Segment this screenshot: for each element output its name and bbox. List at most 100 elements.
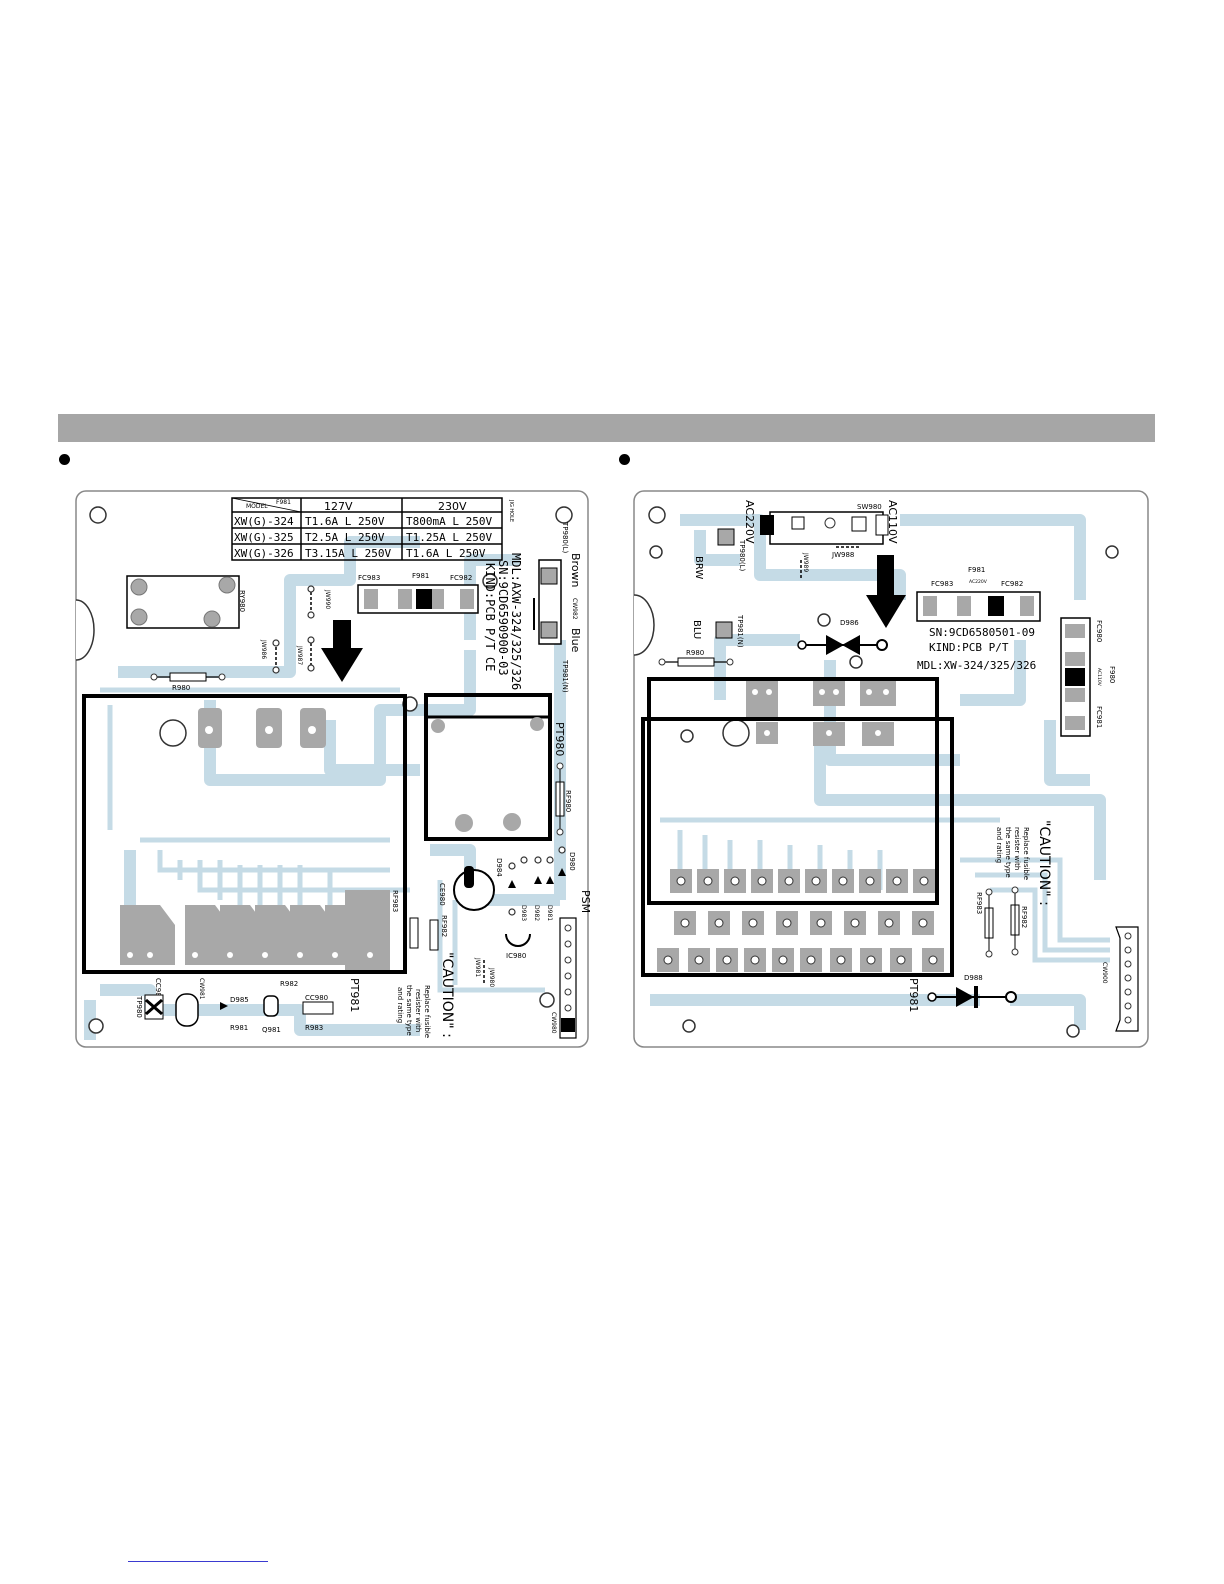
cw900-label: CW900: [1101, 962, 1108, 984]
rf980-label: RF980: [564, 790, 572, 812]
right-board-mdl: MDL:XW-324/325/326: [917, 659, 1036, 672]
left-caution-line: the same type: [405, 985, 413, 1036]
fuse-row-127v: T2.5A L 250V: [305, 531, 385, 544]
ac110-small-label: AC110V: [1096, 668, 1102, 687]
ac110-label: AC110V: [886, 500, 899, 544]
solder-pad-hole: [722, 955, 732, 965]
d988-label: D988: [964, 974, 983, 982]
fc982-label: FC982: [450, 574, 472, 582]
tp980-bottom-label: TP980: [135, 995, 143, 1018]
right-highlight-box-lower: [641, 717, 954, 977]
right-highlight-box-upper: [647, 677, 939, 905]
sw980-label: SW980: [857, 503, 882, 511]
left-pcb-board: MODEL F981 127V 230V XW(G)-324 T1.6A L 2…: [75, 490, 592, 1048]
right-caution-line: the same type: [1004, 827, 1012, 878]
d984-label: D984: [495, 858, 503, 877]
fuse-row-230v: T1.25A L 250V: [406, 531, 492, 544]
right-down-arrow-icon: [866, 555, 906, 628]
cc981-label: CC981: [154, 978, 162, 1001]
solder-pad-hole: [784, 876, 794, 886]
fc983-right-label: FC983: [931, 580, 953, 588]
solder-pad-hole: [694, 955, 704, 965]
left-caution-title: "CAUTION" :: [439, 952, 455, 1038]
ry980-label: RY980: [238, 590, 246, 612]
fuse-row-230v: T800mA L 250V: [406, 515, 492, 528]
cc980-label: CC980: [305, 994, 328, 1002]
solder-pad-hole: [850, 918, 860, 928]
jw988-label: JW988: [831, 551, 854, 559]
pt981-right-label: PT981: [907, 978, 920, 1012]
fuse-table-model-header: MODEL: [246, 503, 268, 510]
tp981-right-label: TP981(N): [736, 614, 744, 648]
fuse-table-127v-header: 127V: [324, 500, 353, 513]
solder-pad-hole: [918, 918, 928, 928]
solder-pad-hole: [919, 876, 929, 886]
fc982-right-label: FC982: [1001, 580, 1023, 588]
solder-pad-hole: [714, 918, 724, 928]
jw980-label: JW980: [488, 967, 495, 987]
d980-label: D980: [568, 852, 576, 871]
left-board-sn: SN:9CD6590900-03: [496, 560, 510, 676]
left-caution-line: and rating: [396, 987, 404, 1023]
psm-label: PSM: [579, 890, 592, 913]
brw-label: BRW: [693, 556, 704, 579]
r982-label: R982: [280, 980, 298, 988]
solder-pad-hole: [865, 876, 875, 886]
solder-pad-hole: [866, 955, 876, 965]
ac220-label: AC220V: [743, 500, 756, 544]
d986-label: D986: [840, 619, 859, 627]
rf983-label: RF983: [391, 890, 399, 912]
left-board-mdl: MDL:AXW-324/325/326: [509, 553, 523, 690]
section-header-bar: [58, 414, 1155, 442]
r980-resistor: [169, 672, 207, 682]
fc983-label: FC983: [358, 574, 380, 582]
fuse-table-f981-header: F981: [276, 499, 291, 506]
solder-pad-hole: [884, 918, 894, 928]
solder-pad-hole: [748, 918, 758, 928]
cw982-connector: [533, 559, 562, 645]
solder-pad-hole: [896, 955, 906, 965]
r980-label: R980: [172, 684, 190, 692]
solder-pad-hole: [663, 955, 673, 965]
rf982-right-label: RF982: [1020, 906, 1028, 928]
fc980-label: FC980: [1095, 620, 1103, 642]
solder-pad-hole: [928, 955, 938, 965]
d982-label: D982: [533, 905, 540, 921]
solder-pad-hole: [782, 918, 792, 928]
blue-label: Blue: [569, 628, 582, 653]
cw982-label: CW982: [571, 598, 578, 620]
tp980-right-label: TP980(L): [738, 539, 746, 571]
r983-label: R983: [305, 1024, 323, 1032]
d981-label: D981: [546, 905, 553, 921]
pt980-label: PT980: [553, 722, 566, 756]
ic980-label: IC980: [506, 952, 526, 960]
solder-pad-hole: [892, 876, 902, 886]
d985-label: D985: [230, 996, 249, 1004]
cw980-label: CW980: [550, 1012, 557, 1034]
solder-pad-hole: [730, 876, 740, 886]
blu-label: BLU: [691, 620, 702, 639]
f981-right-label: F981: [968, 566, 985, 574]
rf982-label: RF982: [440, 915, 448, 937]
fuse-table-230v-header: 230V: [438, 500, 467, 513]
f980-label: F980: [1108, 666, 1116, 683]
fuse-row-127v: T1.6A L 250V: [305, 515, 385, 528]
jw981-label: JW981: [474, 957, 481, 977]
solder-pad-hole: [680, 918, 690, 928]
tp981-label: TP981(N): [561, 659, 569, 693]
jw990-label: JW990: [324, 589, 331, 609]
solder-pad-hole: [806, 955, 816, 965]
jw986-label: JW986: [260, 639, 267, 659]
solder-pad-hole: [676, 876, 686, 886]
solder-pad-hole: [836, 955, 846, 965]
fuse-holder-right: [916, 591, 1041, 622]
jig-hole-label: JIG HOLE: [508, 499, 514, 522]
fuse-holder-left: [357, 584, 479, 614]
solder-pad-hole: [816, 918, 826, 928]
left-board-kind: KIND:PCB P/T CE: [483, 563, 497, 671]
left-caution-line: Replace fusible: [423, 985, 431, 1038]
r980-right-label: R980: [686, 649, 704, 657]
solder-pad-hole: [750, 955, 760, 965]
fuse-table: [231, 497, 503, 561]
cw981-label: CW981: [198, 978, 205, 1000]
